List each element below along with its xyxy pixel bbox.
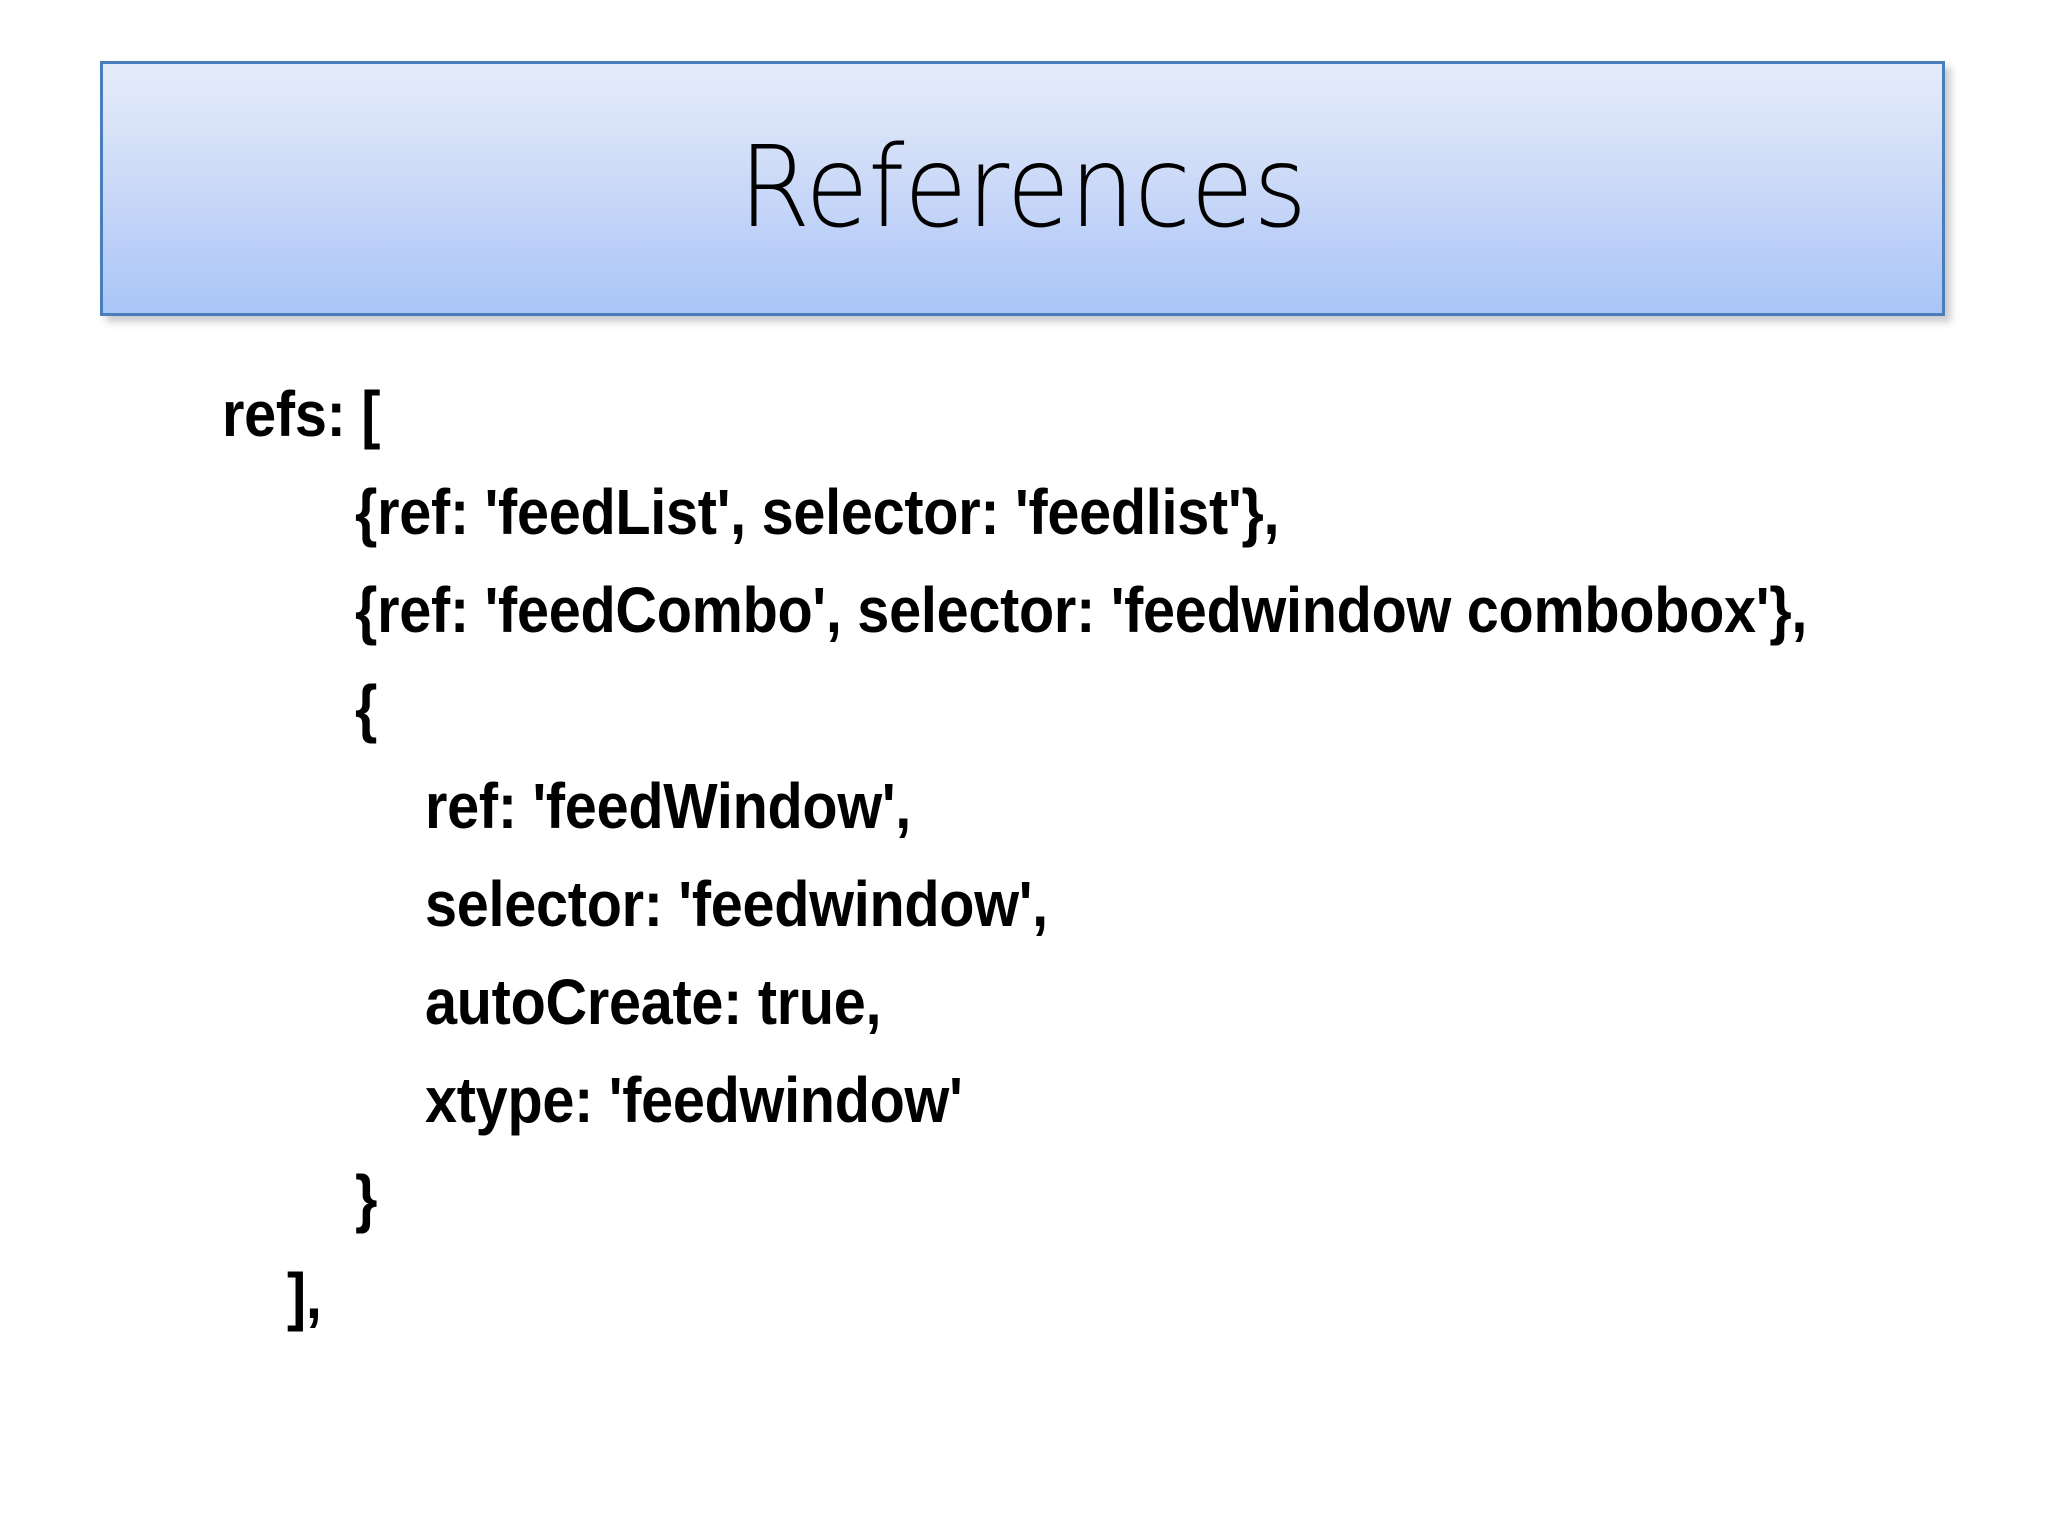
code-line: autoCreate: true, xyxy=(425,966,882,1038)
code-line: {ref: 'feedCombo', selector: 'feedwindow… xyxy=(355,574,1808,646)
code-line: { xyxy=(355,672,378,744)
code-line: refs: [ xyxy=(222,378,381,450)
code-line: ref: 'feedWindow', xyxy=(425,770,912,842)
page-title: References xyxy=(738,122,1307,253)
code-line: selector: 'feedwindow', xyxy=(425,868,1048,940)
code-line: ], xyxy=(287,1260,322,1332)
code-line: } xyxy=(355,1162,378,1234)
code-line: xtype: 'feedwindow' xyxy=(425,1064,963,1136)
code-line: {ref: 'feedList', selector: 'feedlist'}, xyxy=(355,476,1280,548)
slide-title-placeholder: References xyxy=(100,61,1945,316)
slide-body-code-block: refs: [ {ref: 'feedList', selector: 'fee… xyxy=(0,358,2048,1468)
